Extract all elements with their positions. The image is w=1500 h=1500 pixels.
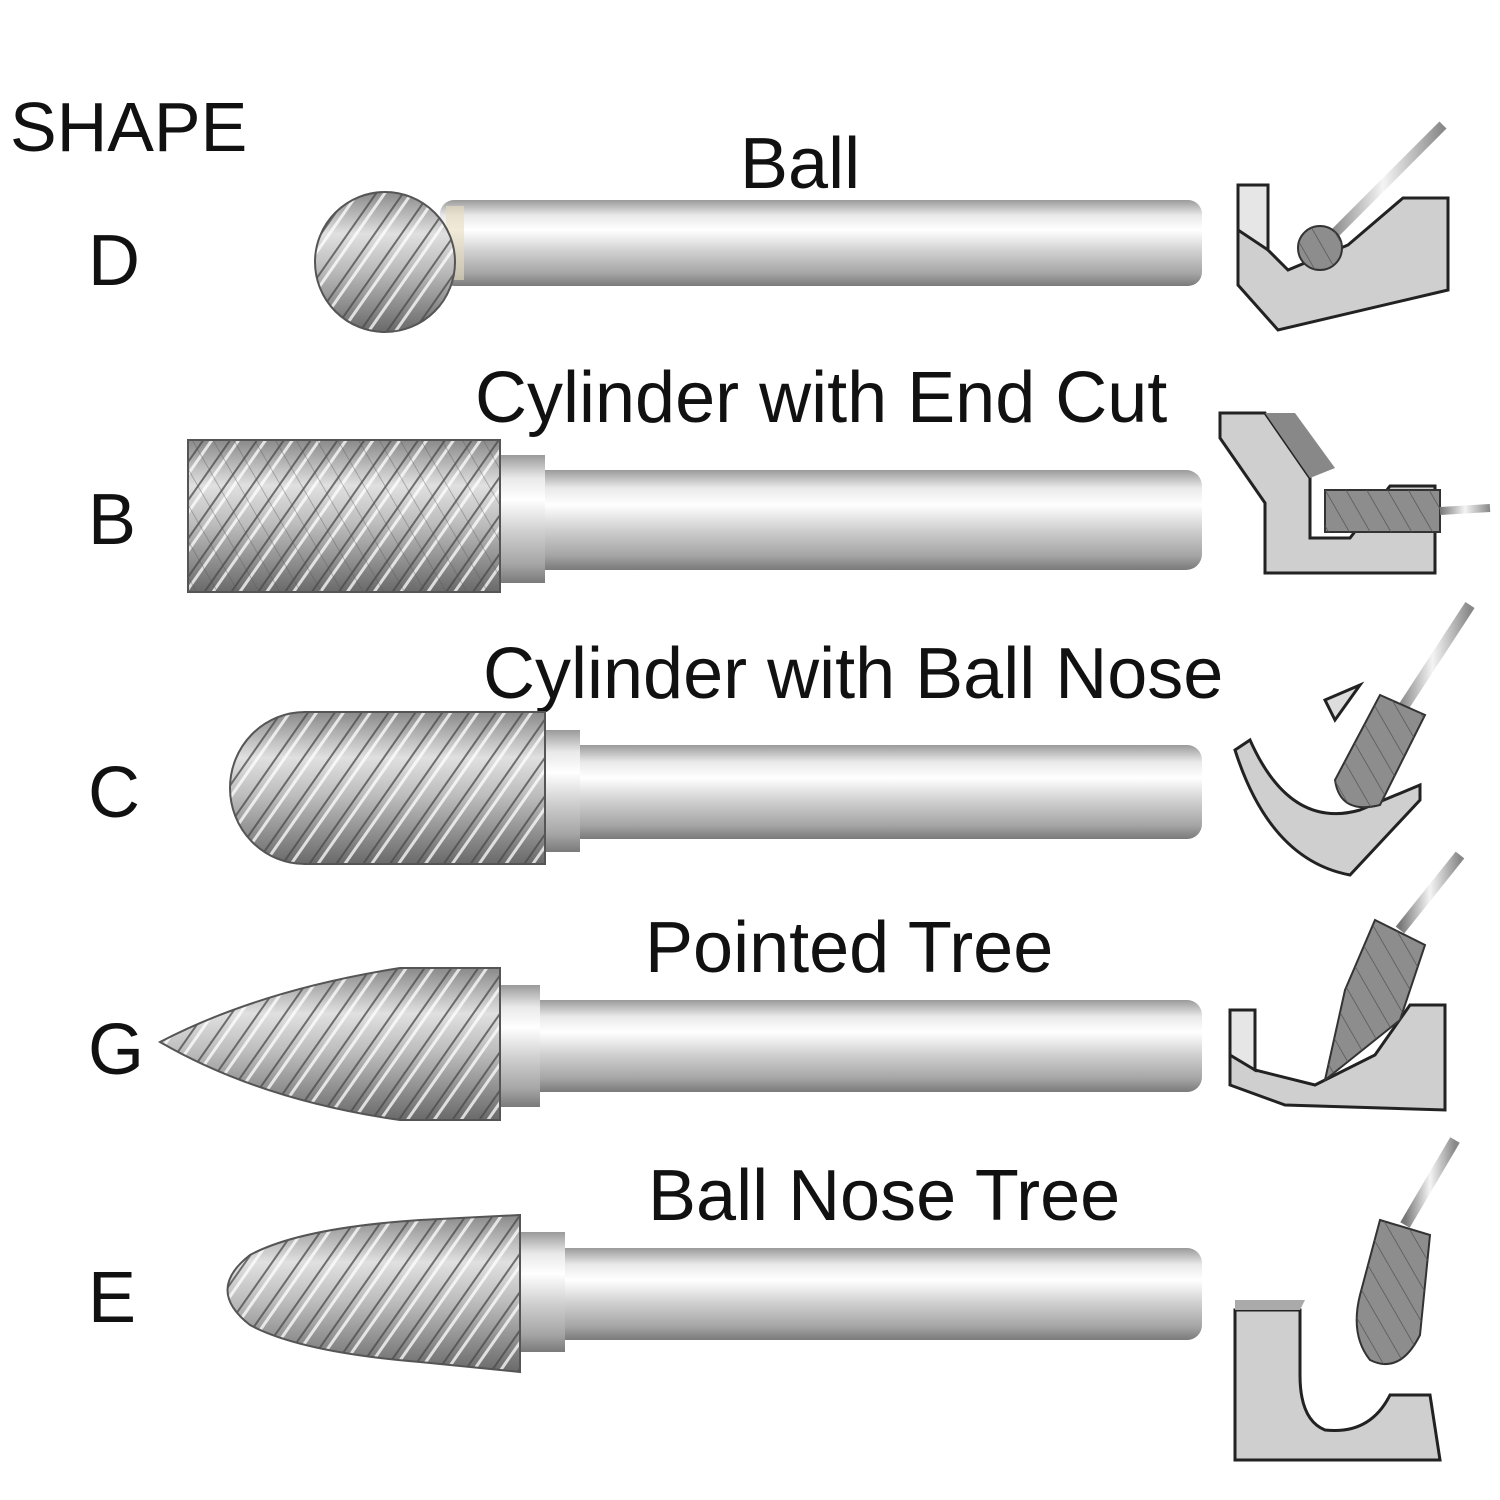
ball-usage-diagram xyxy=(1236,121,1450,332)
shape-code-d: D xyxy=(88,221,140,301)
shape-name-ball: Ball xyxy=(740,124,861,204)
cylinder-end-cut-bur-illustration xyxy=(187,439,1202,593)
cylinder-ball-nose-usage-diagram xyxy=(1233,601,1475,877)
ball-nose-tree-bur-illustration xyxy=(226,1213,1202,1374)
pointed-tree-usage-diagram xyxy=(1228,851,1465,1112)
shape-code-c: C xyxy=(88,753,140,833)
shape-name-ball-nose-tree: Ball Nose Tree xyxy=(648,1156,1121,1236)
cylinder-end-cut-usage-diagram xyxy=(1218,411,1491,575)
shape-code-b: B xyxy=(88,480,137,560)
shape-name-cylinder-ball-nose: Cylinder with Ball Nose xyxy=(483,634,1224,714)
cylinder-ball-nose-bur-illustration xyxy=(229,711,1202,865)
shape-name-pointed-tree: Pointed Tree xyxy=(645,908,1054,988)
pointed-tree-bur-illustration xyxy=(157,967,1202,1121)
ball-nose-tree-usage-diagram xyxy=(1233,1137,1460,1462)
shape-code-e: E xyxy=(88,1258,137,1338)
ball-bur-illustration xyxy=(314,191,1202,333)
shape-name-cylinder-end-cut: Cylinder with End Cut xyxy=(475,358,1168,438)
shape-heading: SHAPE xyxy=(10,88,248,166)
shape-code-g: G xyxy=(88,1010,145,1090)
